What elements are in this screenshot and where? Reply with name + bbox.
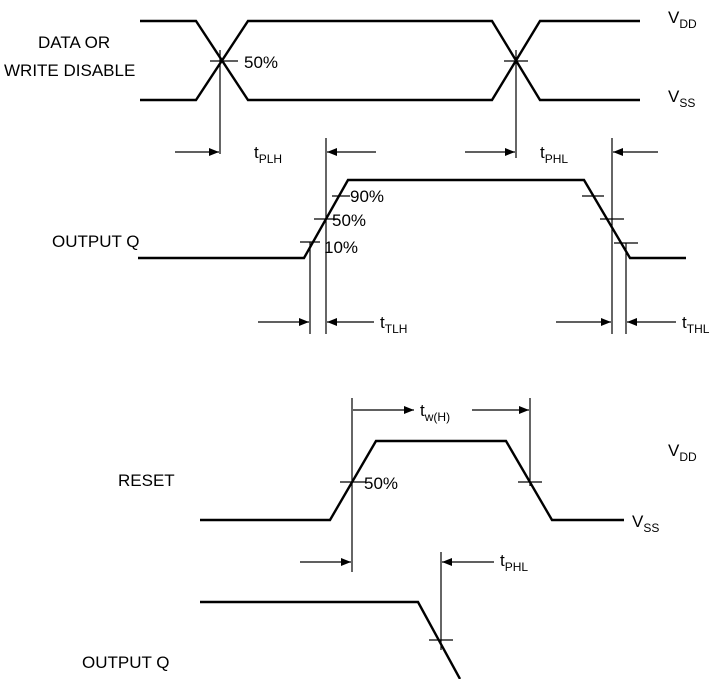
reset-label: RESET <box>118 471 175 490</box>
out-90-label: 90% <box>350 187 384 206</box>
reset-waveform <box>200 439 624 522</box>
data-50-label: 50% <box>244 53 278 72</box>
tphl-top-label: tPHL <box>540 143 568 166</box>
output-q-bottom-waveform <box>200 600 462 679</box>
tplh-label: tPLH <box>254 143 282 166</box>
ttlh-label: tTLH <box>380 313 407 336</box>
output-q-top-waveform <box>138 178 686 260</box>
output-q-bottom-label: OUTPUT Q <box>82 653 170 672</box>
data-write-disable-waveform <box>140 19 640 102</box>
out-50-label: 50% <box>332 211 366 230</box>
vdd-reset-label: VDD <box>668 441 697 464</box>
vdd-top-label: VDD <box>668 8 697 31</box>
tw-label: tw(H) <box>420 401 450 424</box>
vss-top-label: VSS <box>668 87 695 110</box>
output-q-top-label: OUTPUT Q <box>52 232 140 251</box>
reset-50-label: 50% <box>364 474 398 493</box>
data-label-line1: DATA OR <box>38 33 110 52</box>
tphl-bottom-label: tPHL <box>500 551 528 574</box>
tthl-label: tTHL <box>682 313 710 336</box>
out-10-label: 10% <box>324 238 358 257</box>
vss-reset-label: VSS <box>632 512 659 535</box>
data-label-line2: WRITE DISABLE <box>4 61 135 80</box>
